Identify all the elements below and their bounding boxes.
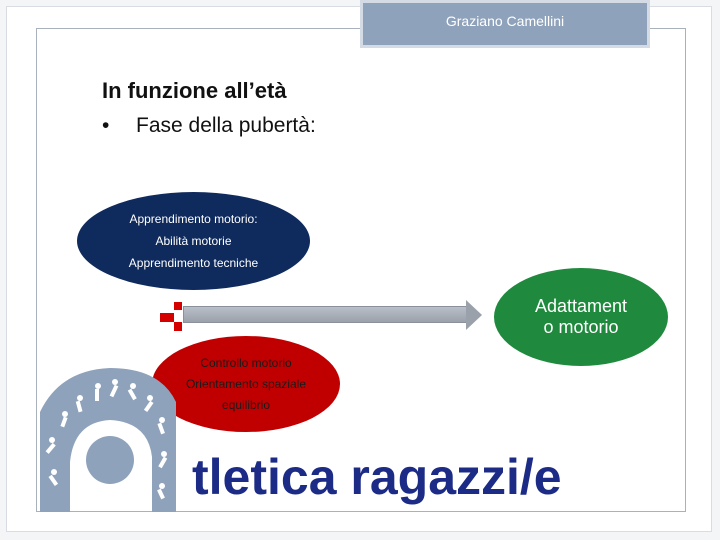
ellipse-line: Abilità motorie (155, 234, 232, 248)
ellipse-line: o motorio (543, 317, 619, 337)
adaptation-ellipse: Adattament o motorio (494, 268, 668, 366)
progress-arrow-head (466, 300, 482, 330)
ellipse-line: Apprendimento motorio: (129, 212, 258, 226)
red-bracket-mark (174, 302, 182, 310)
ellipse-line: Controllo motorio (200, 355, 292, 370)
footer-title: tletica ragazzi/e (192, 449, 562, 505)
ellipse-line: Adattament (534, 296, 628, 316)
red-bracket-mark (160, 313, 174, 322)
author-tab: Graziano Camellini (360, 0, 650, 48)
bullet-item: • Fase della pubertà: (102, 114, 316, 138)
bullet-symbol: • (102, 114, 110, 137)
bullet-text: Fase della pubertà: (136, 114, 316, 137)
ellipse-line: Apprendimento tecniche (128, 256, 259, 270)
ellipse-line: Orientamento spaziale (185, 376, 307, 391)
slide-heading: In funzione all’età (102, 78, 287, 103)
progress-arrow-shaft (183, 306, 467, 323)
ellipse-line: equilibrio (221, 397, 271, 412)
author-name: Graziano Camellini (367, 3, 643, 41)
learning-ellipse: Apprendimento motorio: Abilità motorie A… (77, 192, 310, 290)
red-bracket-mark (174, 322, 182, 331)
athletics-logo-icon (40, 368, 176, 512)
control-ellipse: Controllo motorio Orientamento spaziale … (152, 336, 340, 432)
